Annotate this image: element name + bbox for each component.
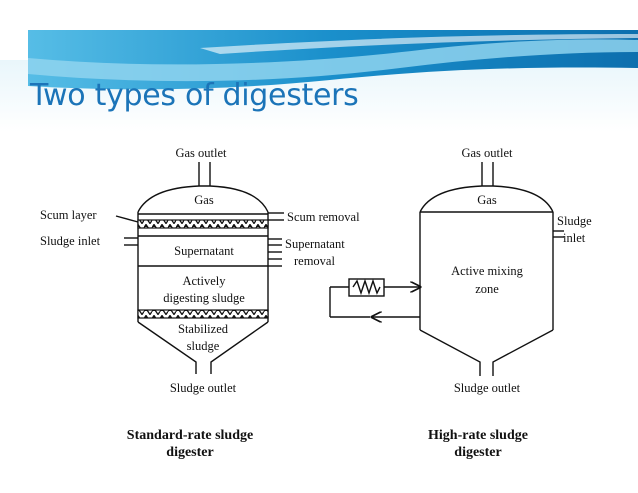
std-supernatant-label: Supernatant (174, 244, 234, 258)
hr-dome (419, 185, 554, 213)
hr-gas-label: Gas (477, 193, 497, 207)
hr-gas-outlet-label: Gas outlet (461, 146, 513, 160)
std-super-removal-label-1: Supernatant (285, 237, 345, 251)
hr-caption-1: High-rate sludge (428, 428, 528, 443)
heat-exchanger-coil (352, 278, 381, 296)
std-super-removal-label-2: removal (294, 254, 335, 268)
std-gas-label: Gas (194, 193, 214, 207)
hr-mixing-label-2: zone (475, 282, 499, 296)
std-stabilized-label-1: Stabilized (178, 322, 229, 336)
header-banner (0, 30, 638, 132)
slide-title: Two types of digesters (30, 78, 359, 113)
std-sludge-inlet-label: Sludge inlet (40, 234, 101, 248)
hr-caption-2: digester (454, 445, 501, 460)
std-active-label-2: digesting sludge (163, 291, 245, 305)
hr-cone (419, 329, 554, 376)
high-rate-digester: Gas outlet Gas Sludge inlet Active mixin… (329, 146, 592, 460)
hr-sludge-inlet-label-1: Sludge (557, 214, 592, 228)
std-stabilized-band (137, 309, 269, 319)
std-scum-layer-label: Scum layer (40, 208, 97, 222)
std-active-label-1: Actively (182, 274, 226, 288)
hr-sludge-outlet-label: Sludge outlet (454, 381, 521, 395)
std-stabilized-label-2: sludge (187, 339, 220, 353)
standard-rate-digester: Gas outlet Gas Scum layer Scum removal S… (40, 146, 360, 460)
std-dome (137, 185, 269, 213)
std-scum-layer-leader (115, 215, 139, 223)
std-gas-outlet-label: Gas outlet (175, 146, 227, 160)
banner-wave-highlight (200, 34, 638, 54)
std-sludge-outlet-label: Sludge outlet (170, 381, 237, 395)
banner-wave-light (28, 39, 638, 82)
std-caption-1: Standard-rate sludge (127, 428, 253, 443)
std-scum-band (137, 219, 269, 229)
std-scum-removal-label: Scum removal (287, 210, 360, 224)
hr-mixing-label-1: Active mixing (451, 264, 524, 278)
std-cone (137, 321, 269, 374)
hr-sludge-inlet-label-2: inlet (563, 231, 586, 245)
std-caption-2: digester (166, 445, 213, 460)
